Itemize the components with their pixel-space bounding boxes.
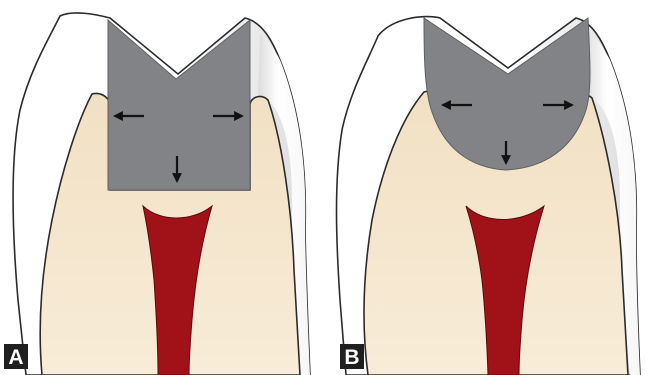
panel-a: A [4,13,310,375]
panel-label-b: B [344,346,359,369]
preparation-a [108,20,250,190]
panel-b: B [337,17,641,375]
panel-label-a: A [8,346,23,369]
